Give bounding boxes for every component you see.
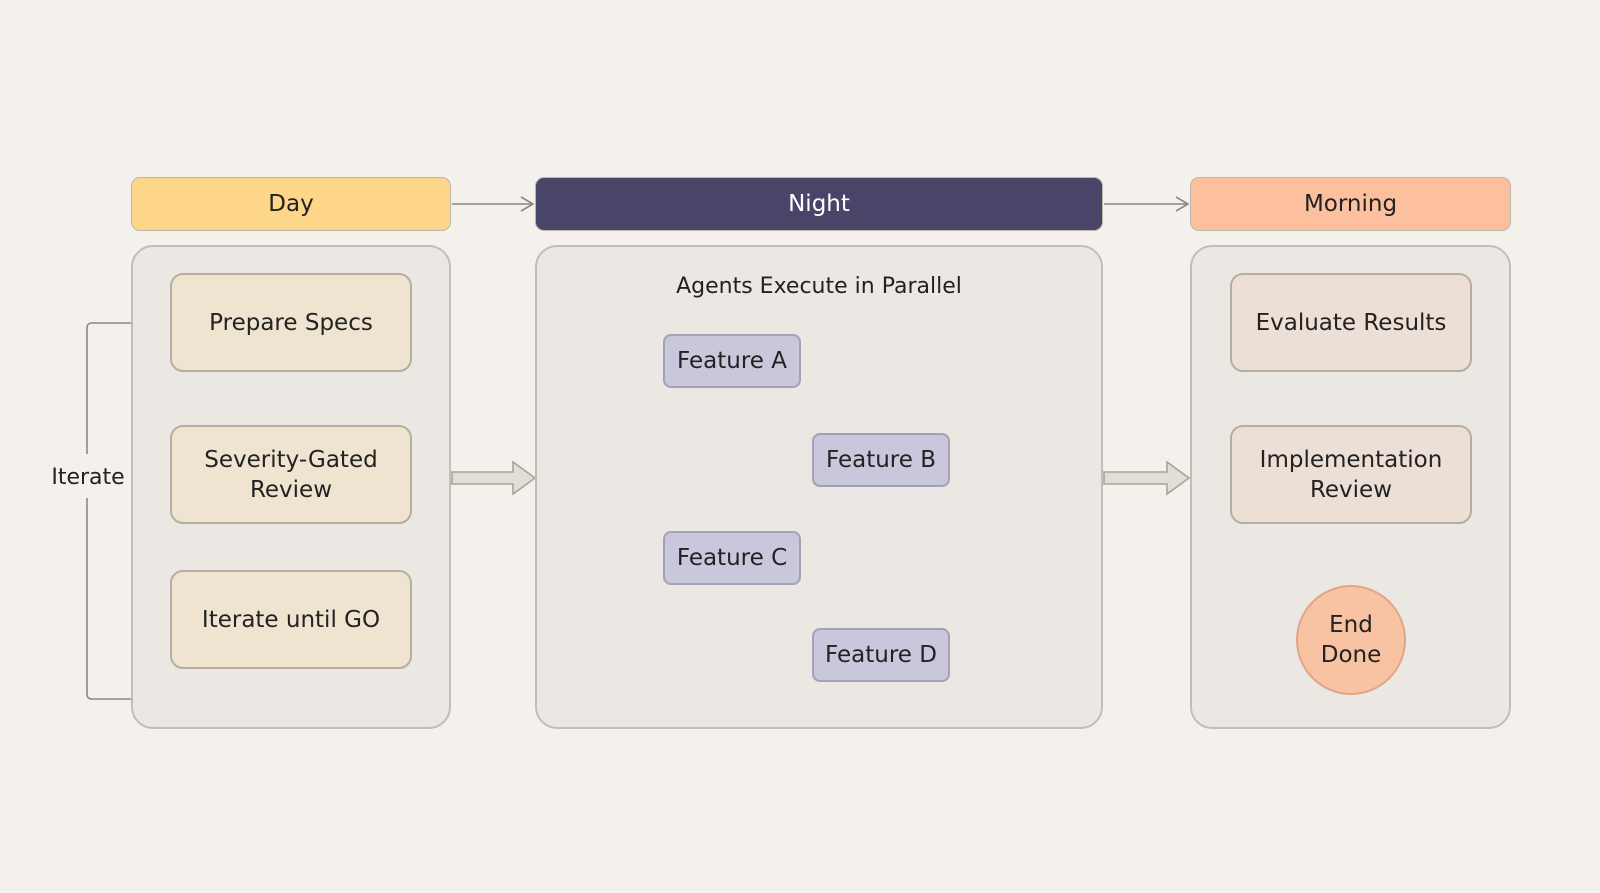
night-to-morning-block-arrow	[1103, 460, 1191, 496]
feature-b-label: Feature B	[825, 447, 936, 473]
night-title: Night	[788, 191, 850, 217]
iterate-loop-label: Iterate	[51, 465, 125, 490]
feature-d-node: Feature D	[812, 628, 950, 682]
evaluate-results-step: Evaluate Results	[1230, 273, 1472, 372]
end-done-node: End Done	[1296, 585, 1406, 695]
morning-header: Morning	[1190, 177, 1511, 231]
day-to-night-block-arrow	[451, 460, 537, 496]
iterate-until-go-step: Iterate until GO	[170, 570, 412, 669]
feature-a-label: Feature A	[677, 348, 787, 374]
feature-c-node: Feature C	[663, 531, 801, 585]
day-header: Day	[131, 177, 451, 231]
implementation-review-step: Implementation Review	[1230, 425, 1472, 524]
severity-gated-review-step: Severity-Gated Review	[170, 425, 412, 524]
night-header: Night	[535, 177, 1103, 231]
feature-c-label: Feature C	[676, 545, 788, 571]
night-subtitle: Agents Execute in Parallel	[676, 274, 962, 299]
day-title: Day	[268, 191, 314, 217]
severity-gated-review-label: Severity-Gated Review	[204, 446, 378, 503]
prepare-specs-label: Prepare Specs	[209, 309, 373, 336]
prepare-specs-step: Prepare Specs	[170, 273, 412, 372]
feature-a-node: Feature A	[663, 334, 801, 388]
iterate-until-go-label: Iterate until GO	[201, 606, 381, 633]
implementation-review-label: Implementation Review	[1259, 446, 1443, 503]
morning-title: Morning	[1303, 191, 1398, 217]
evaluate-results-label: Evaluate Results	[1255, 309, 1447, 336]
feature-b-node: Feature B	[812, 433, 950, 487]
end-done-label: End Done	[1320, 612, 1382, 668]
feature-d-label: Feature D	[825, 642, 937, 668]
